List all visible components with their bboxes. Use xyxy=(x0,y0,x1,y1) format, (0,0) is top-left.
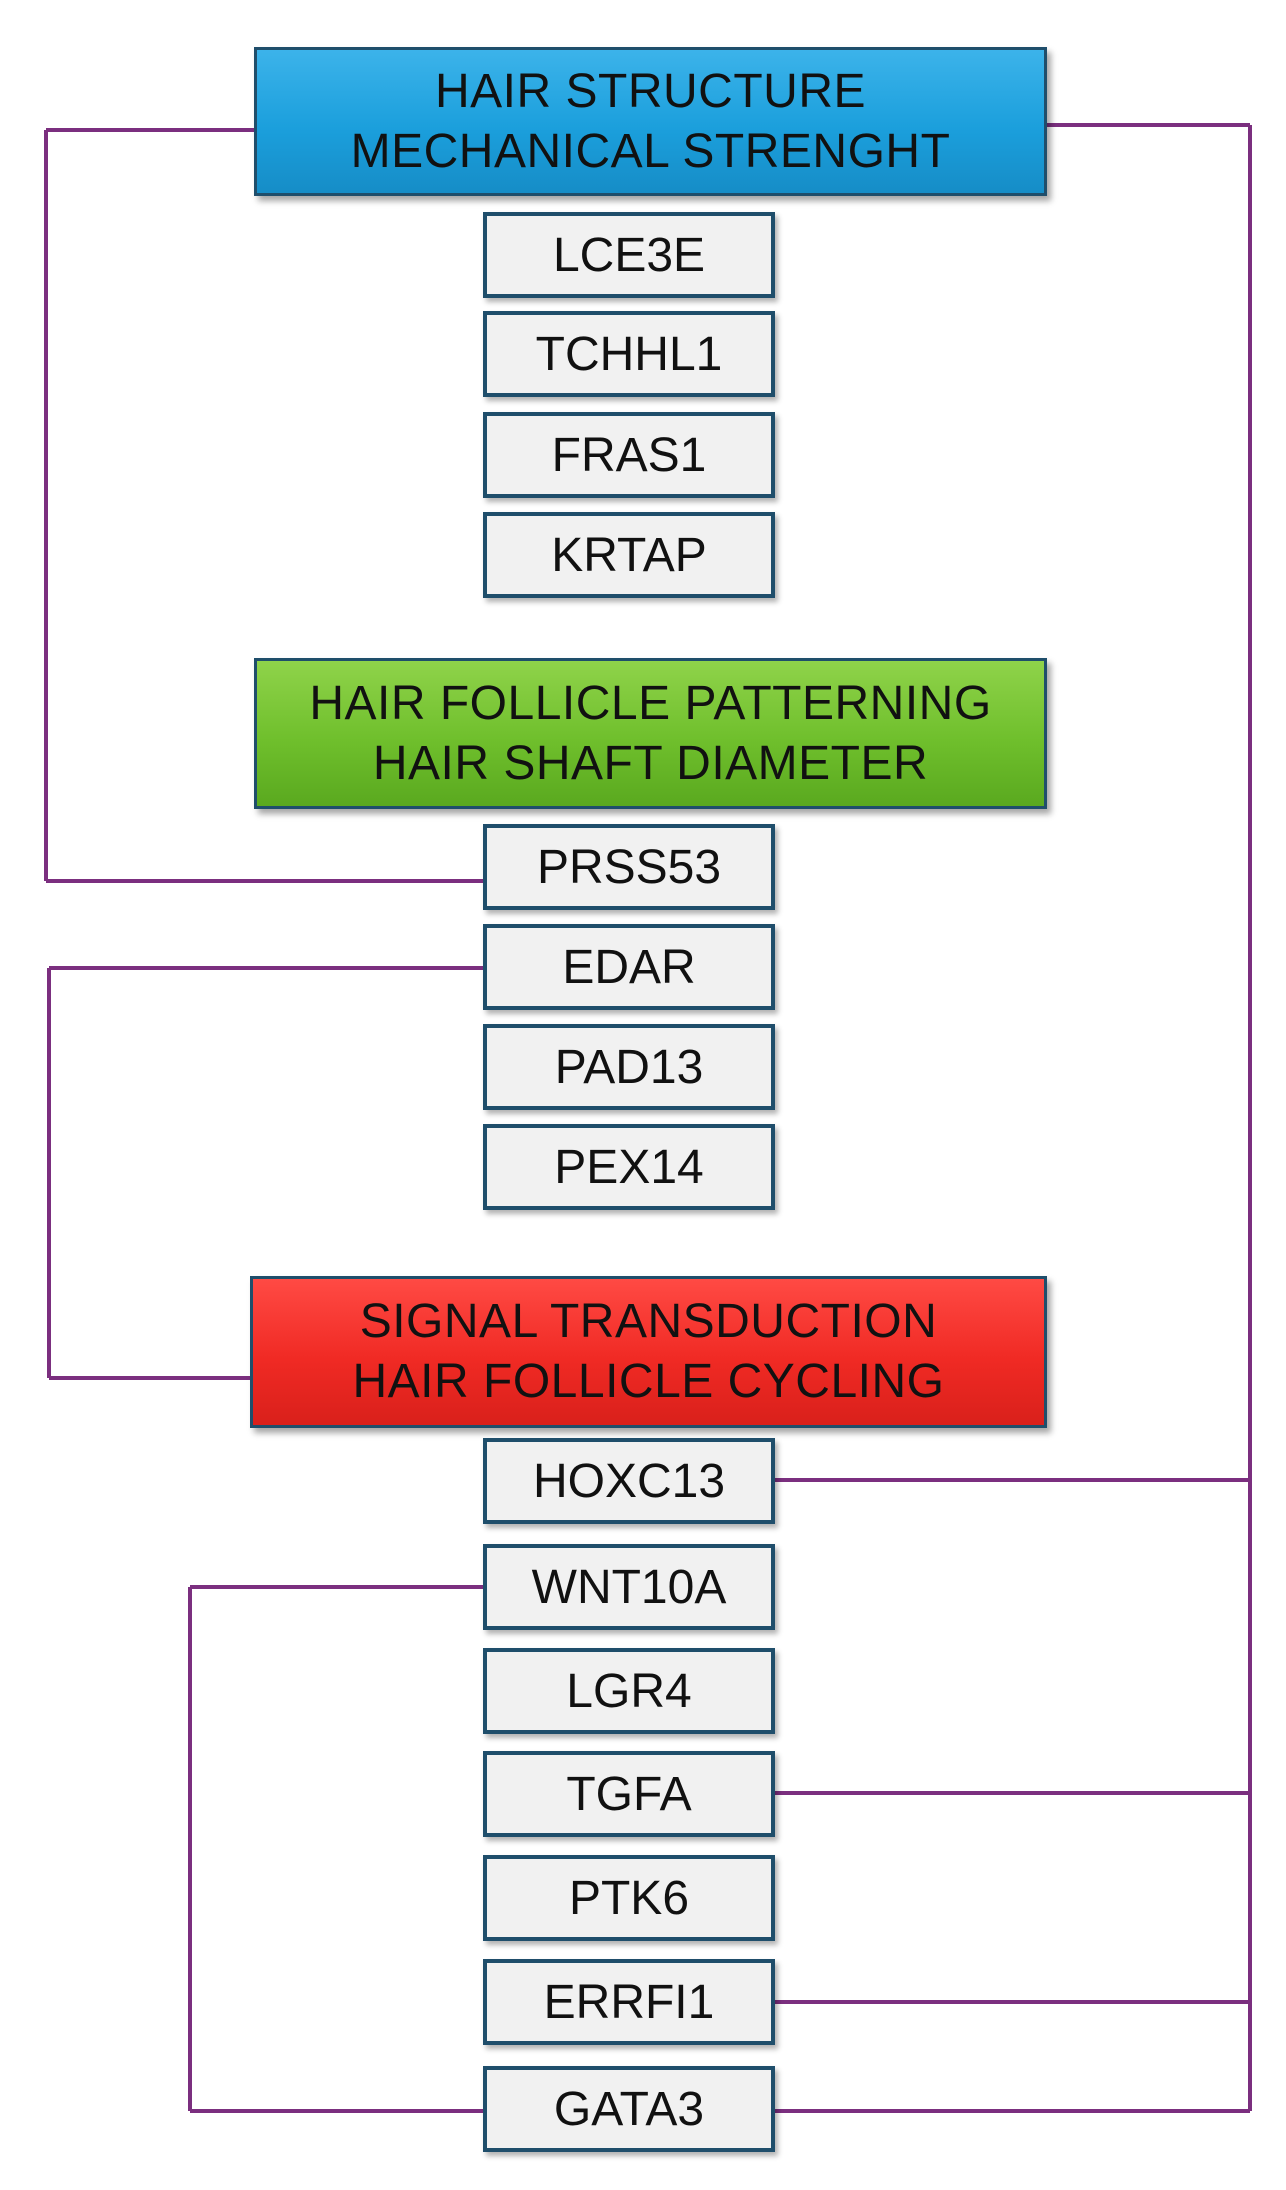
category-title-line2: HAIR FOLLICLE CYCLING xyxy=(352,1355,945,1408)
category-title-line2: MECHANICAL STRENGHT xyxy=(350,124,951,178)
gene-box-tchhl1: TCHHL1 xyxy=(483,311,775,397)
gene-box-hoxc13: HOXC13 xyxy=(483,1438,775,1524)
gene-box-fras1: FRAS1 xyxy=(483,412,775,498)
gene-box-pad13: PAD13 xyxy=(483,1024,775,1110)
gene-box-lce3e: LCE3E xyxy=(483,212,775,298)
category-title-line1: HAIR STRUCTURE xyxy=(434,64,866,118)
category-title-line1: HAIR FOLLICLE PATTERNING xyxy=(309,676,992,730)
gene-box-pex14: PEX14 xyxy=(483,1124,775,1210)
gene-box-lgr4: LGR4 xyxy=(483,1648,775,1734)
gene-box-edar: EDAR xyxy=(483,924,775,1010)
gene-box-gata3: GATA3 xyxy=(483,2066,775,2152)
gene-box-tgfa: TGFA xyxy=(483,1751,775,1837)
category-title-line1: SIGNAL TRANSDUCTION xyxy=(359,1295,938,1348)
gene-box-ptk6: PTK6 xyxy=(483,1855,775,1941)
category-hair-follicle-patterning: HAIR FOLLICLE PATTERNING HAIR SHAFT DIAM… xyxy=(254,658,1047,809)
gene-box-errfi1: ERRFI1 xyxy=(483,1959,775,2045)
gene-box-krtap: KRTAP xyxy=(483,512,775,598)
gene-box-wnt10a: WNT10A xyxy=(483,1544,775,1630)
category-signal-transduction: SIGNAL TRANSDUCTION HAIR FOLLICLE CYCLIN… xyxy=(250,1276,1047,1428)
category-hair-structure: HAIR STRUCTURE MECHANICAL STRENGHT xyxy=(254,47,1047,196)
gene-box-prss53: PRSS53 xyxy=(483,824,775,910)
category-title-line2: HAIR SHAFT DIAMETER xyxy=(372,736,929,790)
